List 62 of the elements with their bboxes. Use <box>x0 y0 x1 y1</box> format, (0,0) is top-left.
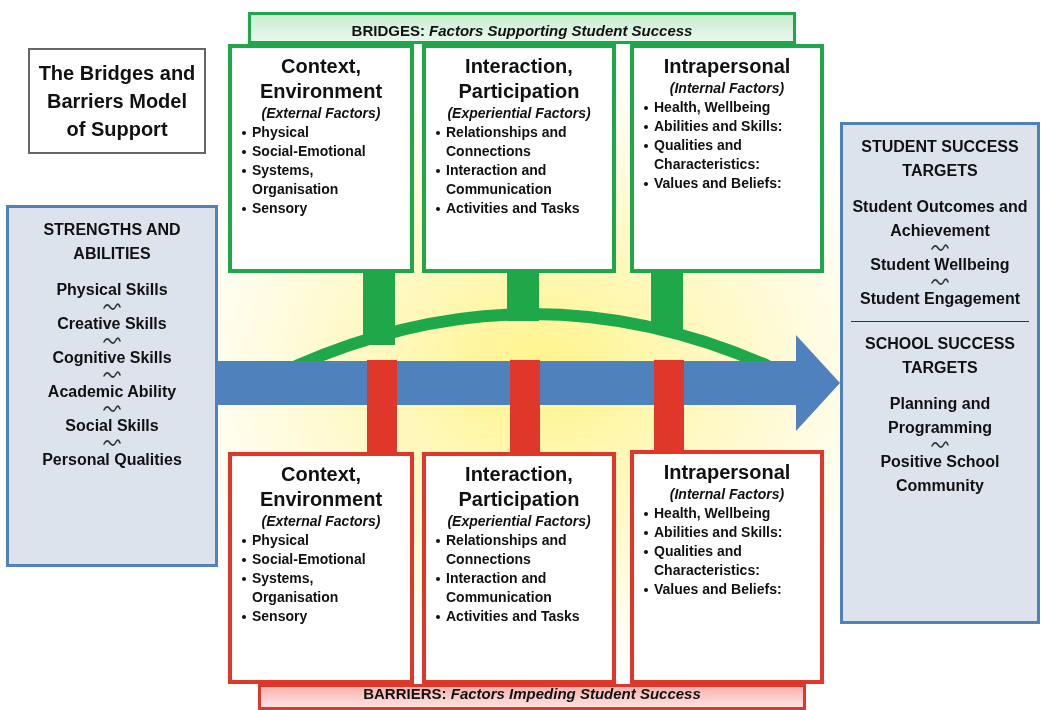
list-item: Cognitive Skills <box>51 348 173 368</box>
bullet-item: Qualities and Characteristics: <box>642 542 812 580</box>
list-item: Student Outcomes and Achievement <box>851 197 1029 241</box>
box-subheading: (Internal Factors) <box>668 485 786 504</box>
banner-text: BARRIERS: Factors Impeding Student Success <box>363 683 701 704</box>
list-item: Student Engagement <box>859 289 1021 309</box>
list-item: Student Wellbeing <box>869 255 1011 275</box>
box-heading: Context, Environment <box>258 54 384 104</box>
bullet-item: Interaction and Communication <box>434 161 604 199</box>
bullet-item: Systems, Organisation <box>240 569 402 607</box>
bullet-item: Sensory <box>240 607 402 626</box>
bullet-item: Relationships and Connections <box>434 123 604 161</box>
factor-box <box>422 44 616 273</box>
list-item: Creative Skills <box>56 314 168 334</box>
box-heading: Context, Environment <box>258 462 384 512</box>
bullet-item: Abilities and Skills: <box>642 523 812 542</box>
panel-heading: STRENGTHS AND ABILITIES <box>42 220 182 264</box>
factor-box <box>630 450 824 684</box>
bullet-item: Relationships and Connections <box>434 531 604 569</box>
box-subheading: (Internal Factors) <box>668 79 786 98</box>
bullet-item: Activities and Tasks <box>434 607 604 626</box>
factor-box <box>228 44 414 273</box>
box-heading: Intrapersonal <box>662 460 792 485</box>
category-panel <box>6 205 218 567</box>
bullet-item: Health, Wellbeing <box>642 98 812 117</box>
banner <box>258 684 806 710</box>
title-box <box>28 48 206 154</box>
factor-box <box>630 44 824 273</box>
bullet-item: Physical <box>240 123 402 142</box>
list-item: Planning and Programming <box>887 394 993 438</box>
list-item: Positive School Community <box>879 452 1001 496</box>
panel-heading: SCHOOL SUCCESS TARGETS <box>864 334 1016 378</box>
bullet-item: Interaction and Communication <box>434 569 604 607</box>
box-heading: Intrapersonal <box>662 54 792 79</box>
bullet-item: Values and Beliefs: <box>642 174 812 193</box>
banner-text: BRIDGES: Factors Supporting Student Success <box>351 21 693 41</box>
bullet-item: Social-Emotional <box>240 142 402 161</box>
panel-heading: STUDENT SUCCESS TARGETS <box>860 137 1020 181</box>
bullet-item: Systems, Organisation <box>240 161 402 199</box>
bullet-item: Qualities and Characteristics: <box>642 136 812 174</box>
list-item: Physical Skills <box>55 280 169 300</box>
bullet-item: Activities and Tasks <box>434 199 604 218</box>
factor-box <box>422 452 616 684</box>
list-item: Social Skills <box>64 416 160 436</box>
factor-box <box>228 452 414 684</box>
banner <box>248 12 796 44</box>
bullet-item: Social-Emotional <box>240 550 402 569</box>
category-panel <box>840 122 1040 624</box>
bullet-item: Health, Wellbeing <box>642 504 812 523</box>
bullet-item: Abilities and Skills: <box>642 117 812 136</box>
bullet-item: Sensory <box>240 199 402 218</box>
list-item: Personal Qualities <box>41 450 183 470</box>
list-item: Academic Ability <box>46 382 178 402</box>
box-heading: Interaction, Participation <box>457 54 581 104</box>
box-heading: Interaction, Participation <box>457 462 581 512</box>
box-subheading: (External Factors) <box>260 512 382 531</box>
box-subheading: (Experiential Factors) <box>446 104 592 123</box>
bullet-item: Physical <box>240 531 402 550</box>
box-subheading: (External Factors) <box>260 104 382 123</box>
bullet-item: Values and Beliefs: <box>642 580 812 599</box>
box-subheading: (Experiential Factors) <box>446 512 592 531</box>
box-label: The Bridges and Barriers Model of Support <box>38 61 196 142</box>
